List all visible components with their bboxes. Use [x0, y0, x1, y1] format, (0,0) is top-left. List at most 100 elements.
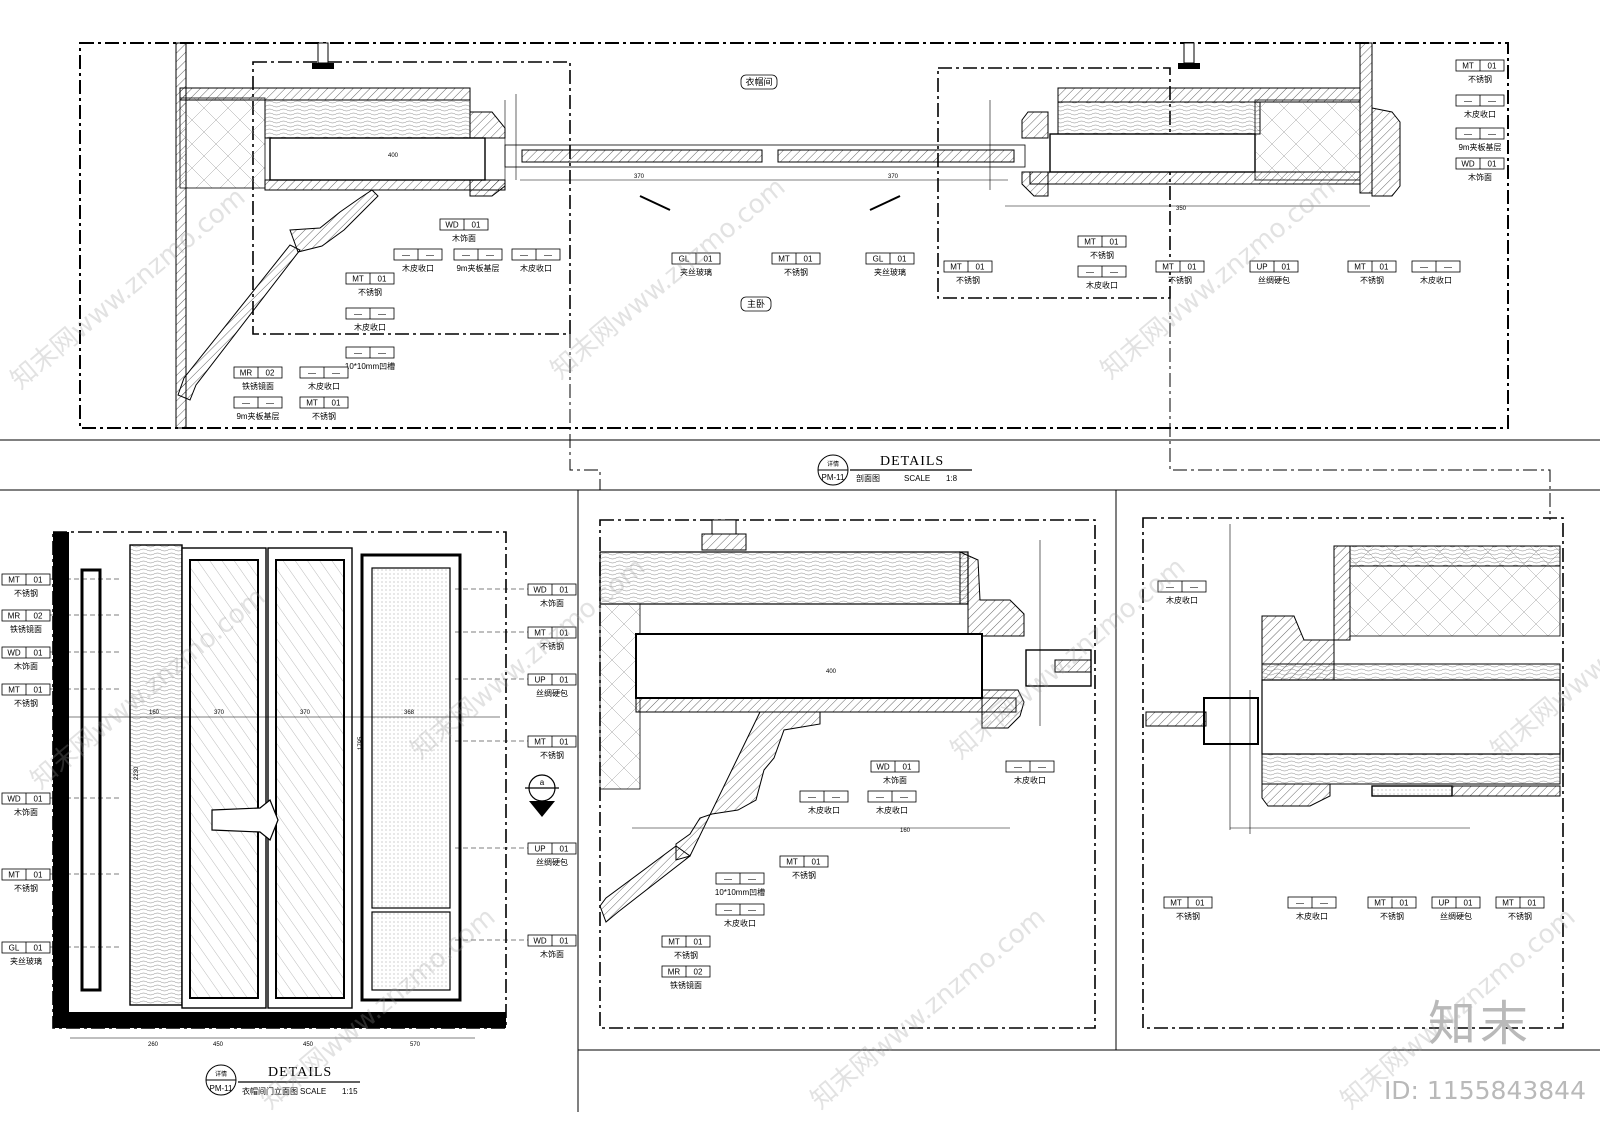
left-wall	[175, 42, 187, 429]
tag-number: —	[486, 251, 494, 260]
tag-code: —	[354, 310, 362, 319]
elev-dim-370-a: 370	[214, 710, 225, 716]
tag-label: 木皮收口	[1464, 109, 1496, 119]
top-tag: ——木皮收口	[511, 248, 561, 273]
tag-label: 木皮收口	[1166, 595, 1198, 605]
tag-number: 01	[1400, 899, 1409, 908]
elevation-left-column	[53, 532, 69, 1028]
corner-cornice	[289, 189, 379, 253]
title-ref-mark: 详情	[827, 460, 839, 468]
elev-dim-450-b: 450	[303, 1042, 314, 1048]
tag-number: 01	[560, 738, 569, 747]
tag-code: —	[1420, 263, 1428, 272]
tag-code: GL	[873, 255, 884, 264]
tag-label: 木皮收口	[876, 805, 908, 815]
door-swing-right	[869, 195, 901, 211]
right-corner-molding	[1371, 107, 1401, 197]
elev-dim-2230: 2230	[134, 766, 140, 780]
tag-label: 不锈钢	[312, 411, 336, 421]
tag-code: WD	[445, 221, 459, 230]
tag-label: 9m夹板基层	[456, 263, 499, 273]
tag-label: 丝绸硬包	[536, 857, 568, 867]
top-section-detail: 衣帽间 主卧 400 370 370 350	[79, 42, 1551, 520]
detail-b-glass	[1145, 711, 1207, 727]
tag-code: MT	[8, 871, 20, 880]
tag-number: —	[378, 349, 386, 358]
tag-code: —	[462, 251, 470, 260]
tag-code: MT	[534, 629, 546, 638]
door-swing-left	[639, 195, 671, 211]
silk-panel-lower	[371, 911, 451, 991]
elev-dim-570: 570	[410, 1042, 421, 1048]
tag-number: 01	[34, 686, 43, 695]
da-tag: ——10*10mm凹槽	[715, 872, 765, 897]
da-tag: ——木皮收口	[799, 790, 849, 815]
detail-b-bottom-molding	[1261, 783, 1331, 807]
tag-label: 不锈钢	[14, 883, 38, 893]
tag-code: MT	[306, 399, 318, 408]
detail-a-diagonal-panel	[599, 845, 691, 923]
leader-to-detail-b	[1169, 298, 1551, 520]
leader-to-detail-a	[569, 334, 601, 490]
door-handle-ornament	[211, 799, 279, 841]
watermark: 知末网www.znzmo.com	[5, 182, 251, 395]
detail-b-lower-panel	[1261, 753, 1561, 785]
db-tag: ——木皮收口	[1157, 580, 1207, 605]
tag-label: 10*10mm凹槽	[715, 887, 765, 897]
silk-panel-upper	[371, 567, 451, 909]
tag-label: 10*10mm凹槽	[345, 361, 395, 371]
tag-code: MT	[1354, 263, 1366, 272]
detail-a-top-panel	[599, 551, 969, 605]
tag-number: 01	[34, 576, 43, 585]
detail-a-dim-160: 160	[900, 828, 911, 834]
detail-b-silk-strip	[1371, 785, 1453, 797]
tag-code: MT	[1374, 899, 1386, 908]
ceiling-fixture-left-base	[312, 63, 334, 69]
tag-code: —	[402, 251, 410, 260]
tag-label: 丝绸硬包	[1440, 911, 1472, 921]
detail-a-glass	[1054, 659, 1092, 673]
tag-code: —	[1166, 583, 1174, 592]
tag-number: 01	[1380, 263, 1389, 272]
elev-title-name: DETAILS	[268, 1065, 332, 1080]
top-tag: ——木皮收口	[1455, 94, 1505, 119]
tag-label: 夹丝玻璃	[680, 267, 712, 277]
tag-number: 01	[34, 944, 43, 953]
tag-number: 01	[560, 845, 569, 854]
tag-number: 01	[332, 399, 341, 408]
elev-title-scale-label: SCALE	[300, 1087, 326, 1096]
tag-number: 02	[34, 612, 43, 621]
tag-label: 木皮收口	[1014, 775, 1046, 785]
detail-a: 400 160	[599, 519, 1096, 1029]
tag-label: 木饰面	[540, 598, 564, 608]
detail-b-frame	[1142, 517, 1564, 1029]
detail-a-fixture-base	[701, 533, 747, 551]
tag-number: —	[748, 875, 756, 884]
tag-code: MT	[1502, 899, 1514, 908]
tag-number: 01	[378, 275, 387, 284]
tag-code: WD	[1461, 160, 1475, 169]
tag-label: 不锈钢	[784, 267, 808, 277]
tag-code: MT	[534, 738, 546, 747]
tag-label: 铁锈镜面	[670, 980, 702, 990]
tag-label: 铁锈镜面	[242, 381, 274, 391]
top-tag: ——9m夹板基层	[233, 396, 283, 421]
top-tag: MT 01 不锈钢	[299, 396, 349, 421]
tag-code: —	[520, 251, 528, 260]
detail-b	[1142, 517, 1564, 1029]
elev-dim-1795: 1795	[358, 736, 364, 750]
tag-number: 01	[1488, 62, 1497, 71]
tag-number: 01	[812, 858, 821, 867]
tag-label: 不锈钢	[1090, 250, 1114, 260]
